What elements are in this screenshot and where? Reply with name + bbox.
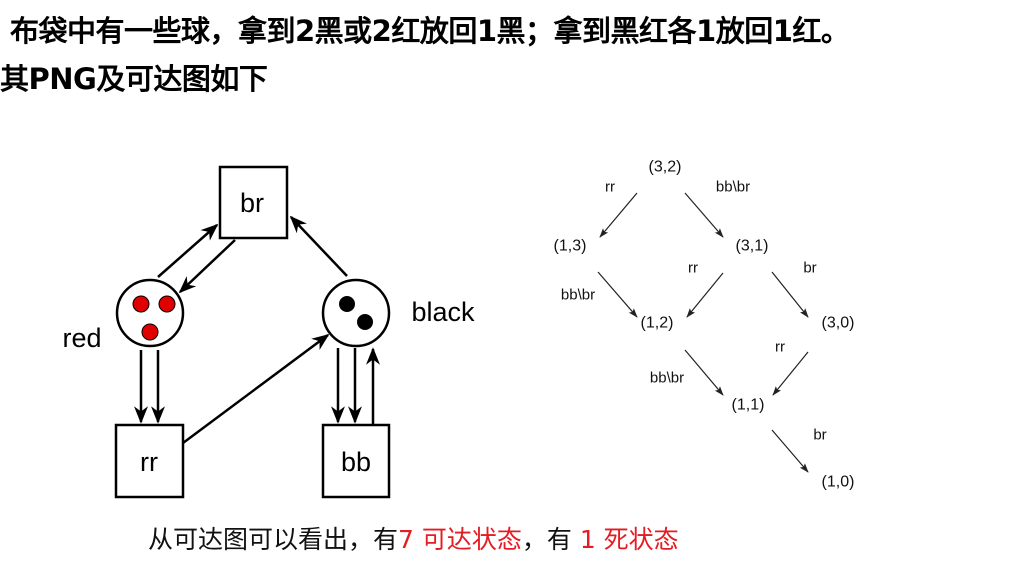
transition-bb <box>321 423 391 499</box>
reachability-graph <box>597 192 809 473</box>
transition-rr <box>114 423 185 499</box>
edge-label: rr <box>688 260 698 277</box>
edge-13-12 <box>597 271 638 318</box>
place-red-label: red <box>62 323 101 353</box>
red-tokens <box>132 295 176 341</box>
edge-32-31 <box>684 192 724 238</box>
arc-black-to-br <box>289 215 348 277</box>
edge-label: rr <box>605 179 615 196</box>
transition-bb-label: bb <box>341 447 371 477</box>
state-1-3: (1,3) <box>554 238 587 255</box>
conclusion-text: 从可达图可以看出，有7 可达状态，有 1 死状态 <box>148 520 679 556</box>
place-black <box>321 278 391 348</box>
transition-br-label: br <box>240 188 264 218</box>
slide-title-line2: 其PNG及可达图如下 <box>0 62 268 96</box>
slide-title-line1: 布袋中有一些球，拿到2黑或2红放回1黑；拿到黑红各1放回1红。 <box>10 14 850 48</box>
dead-count: 1 死状态 <box>579 525 679 554</box>
edge-32-13 <box>599 192 638 238</box>
edge-label: br <box>813 427 826 444</box>
reachable-count: 7 可达状态 <box>398 525 522 554</box>
edge-label: rr <box>775 339 785 356</box>
black-token <box>339 296 355 312</box>
arc-red-to-br <box>157 223 219 278</box>
state-3-1: (3,1) <box>736 238 769 255</box>
edge-11-10 <box>771 429 809 473</box>
edge-label: br <box>803 260 816 277</box>
arc-br-to-red <box>178 239 236 294</box>
red-token <box>158 295 176 313</box>
black-tokens <box>339 296 373 330</box>
red-token <box>132 295 150 313</box>
edge-31-12 <box>686 272 724 318</box>
conclusion-middle: ，有 <box>521 525 580 554</box>
black-token <box>357 314 373 330</box>
petri-net <box>114 165 391 499</box>
transition-br <box>218 165 289 240</box>
edge-30-11 <box>772 351 809 396</box>
edge-label: bb\br <box>716 179 750 196</box>
state-1-0: (1,0) <box>822 474 855 491</box>
place-black-label: black <box>411 297 475 327</box>
state-3-2: (3,2) <box>649 159 682 176</box>
transition-rr-label: rr <box>140 447 158 477</box>
state-3-0: (3,0) <box>822 315 855 332</box>
edge-12-11 <box>684 349 724 396</box>
state-1-1: (1,1) <box>732 397 765 414</box>
edge-label: bb\br <box>561 287 595 304</box>
state-1-2: (1,2) <box>641 315 674 332</box>
edge-label: bb\br <box>650 370 684 387</box>
conclusion-prefix: 从可达图可以看出，有 <box>148 525 399 554</box>
red-token <box>141 323 159 341</box>
edge-31-30 <box>771 271 809 318</box>
arc-rr-to-black <box>182 333 330 445</box>
